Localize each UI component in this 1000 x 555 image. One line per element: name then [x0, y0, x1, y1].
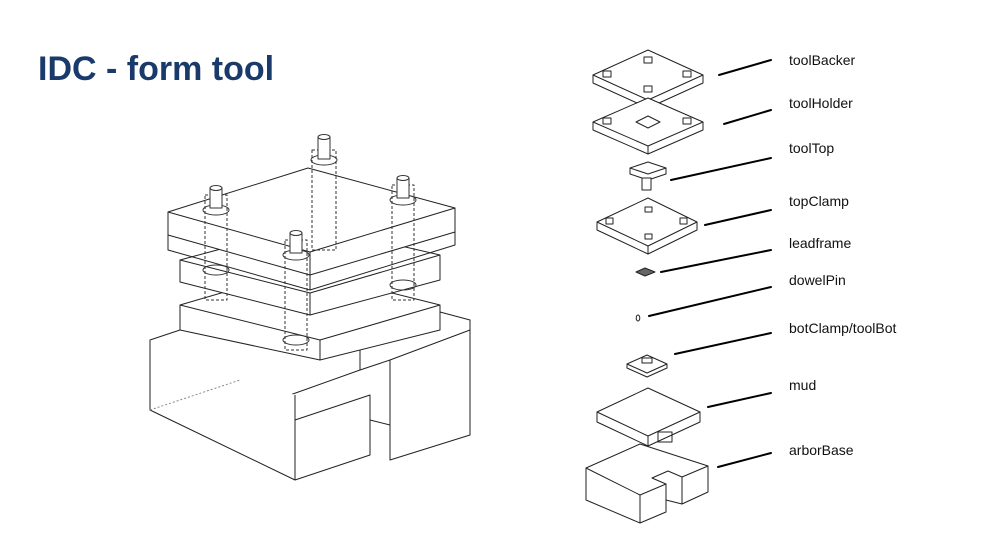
label-tooltop: toolTop — [789, 140, 835, 156]
leader-toolbacker — [718, 59, 772, 76]
part-toolbacker-drawing — [592, 49, 704, 109]
assembled-form-tool — [149, 134, 471, 481]
slide-title: IDC - form tool — [38, 50, 275, 88]
label-mud: mud — [789, 377, 817, 393]
part-toolholder-drawing — [592, 97, 704, 155]
part-leadframe-drawing — [635, 267, 656, 277]
part-arborbase-drawing — [585, 443, 709, 524]
part-mud-drawing — [596, 387, 701, 447]
leader-dowelpin — [648, 286, 772, 317]
part-tooltop-drawing — [629, 161, 667, 191]
label-arborbase: arborBase — [789, 442, 854, 458]
exploded-view — [585, 49, 709, 524]
part-topclamp-drawing — [596, 197, 698, 255]
label-leadframe: leadframe — [789, 235, 852, 251]
assembled-springs — [202, 134, 417, 351]
label-toolholder: toolHolder — [789, 95, 853, 111]
label-botclamp-toolbot: botClamp/toolBot — [789, 320, 897, 336]
leader-lines — [648, 59, 772, 468]
leader-topclamp — [704, 209, 772, 226]
label-topclamp: topClamp — [789, 193, 849, 209]
leader-leadframe — [660, 249, 772, 273]
leader-tooltop — [670, 157, 772, 181]
part-dowelpin-drawing — [635, 314, 641, 322]
leader-toolholder — [723, 109, 772, 125]
leader-mud — [707, 392, 772, 408]
leader-botclamp — [674, 332, 772, 355]
label-toolbacker: toolBacker — [789, 52, 856, 68]
part-botclamp-drawing — [626, 354, 668, 378]
label-dowelpin: dowelPin — [789, 272, 846, 288]
leader-arborbase — [717, 452, 772, 468]
